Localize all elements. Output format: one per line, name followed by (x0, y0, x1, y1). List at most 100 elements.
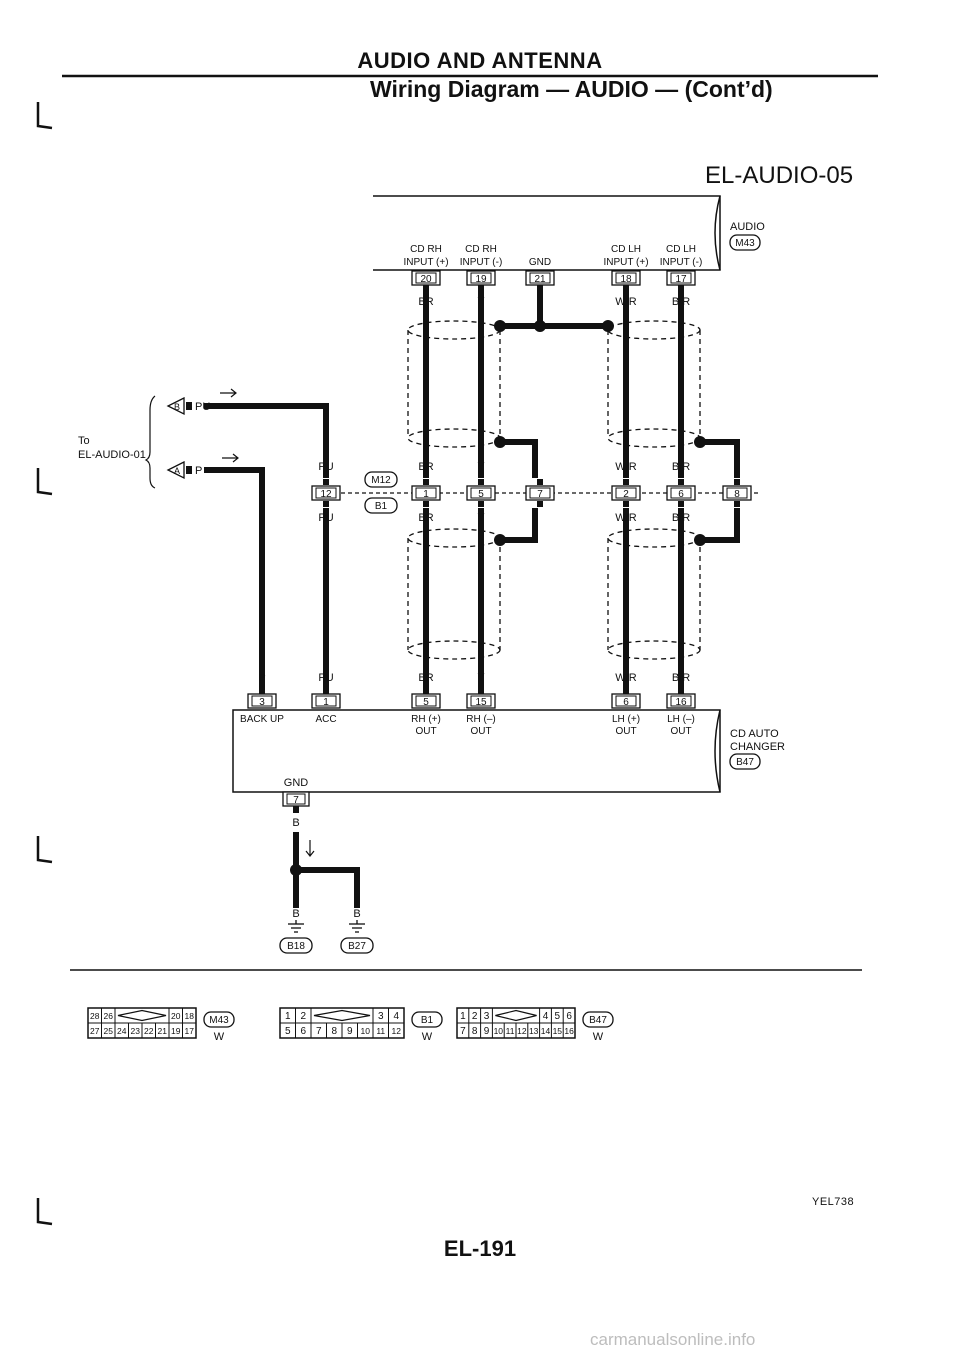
svg-text:3: 3 (259, 697, 265, 708)
changer-box-bracket (714, 709, 721, 793)
svg-text:2: 2 (472, 1011, 478, 1022)
svg-text:B1: B1 (375, 501, 388, 512)
svg-text:7: 7 (316, 1026, 322, 1037)
changer-name-1: CD AUTO (730, 728, 779, 740)
svg-text:8: 8 (331, 1026, 337, 1037)
joint-bottom-wire-label: B/R (672, 512, 690, 524)
upper-shield-rh (407, 320, 501, 448)
svg-text:19: 19 (475, 274, 487, 285)
joint-pin-5: 5 (466, 479, 496, 507)
svg-text:OUT: OUT (415, 726, 436, 737)
svg-text:26: 26 (104, 1011, 114, 1021)
svg-text:18: 18 (185, 1011, 195, 1021)
audio-unit-name: AUDIO (730, 221, 765, 233)
svg-text:11: 11 (506, 1026, 515, 1036)
svg-text:16: 16 (564, 1026, 574, 1036)
svg-text:B: B (353, 908, 360, 920)
svg-text:1: 1 (323, 697, 329, 708)
svg-text:2: 2 (300, 1011, 306, 1022)
svg-text:22: 22 (144, 1026, 154, 1036)
changer-connector-badge: B47 (729, 753, 761, 770)
svg-text:20: 20 (171, 1011, 181, 1021)
changer-name-2: CHANGER (730, 741, 785, 753)
svg-text:17: 17 (675, 274, 687, 285)
joint-top-wire-label: PU (318, 461, 333, 473)
svg-text:1: 1 (460, 1011, 466, 1022)
svg-text:B18: B18 (287, 941, 305, 952)
svg-text:B: B (174, 402, 180, 412)
audio-unit-connector-badge: M43 (729, 234, 761, 251)
svg-text:7: 7 (537, 489, 543, 500)
signal-wires (423, 290, 684, 690)
svg-text:14: 14 (541, 1026, 551, 1036)
svg-text:OUT: OUT (615, 726, 636, 737)
svg-text:2: 2 (623, 489, 629, 500)
changer-gnd-terminal: GND 7 B (282, 777, 310, 829)
svg-text:PU: PU (318, 672, 333, 684)
svg-text:6: 6 (566, 1011, 572, 1022)
joint-pin-6: 6 (666, 479, 696, 507)
svg-text:INPUT (+): INPUT (+) (403, 257, 448, 268)
svg-text:To: To (78, 435, 90, 447)
svg-text:3: 3 (378, 1011, 384, 1022)
svg-text:GND: GND (529, 257, 551, 268)
svg-text:7: 7 (460, 1026, 466, 1037)
svg-text:9: 9 (484, 1026, 490, 1037)
joint-pin-2: 2 (611, 479, 641, 507)
svg-text:21: 21 (158, 1026, 168, 1036)
joint-bottom-wire-label: BR (418, 512, 433, 524)
svg-text:B1: B1 (421, 1015, 434, 1026)
audio-unit-box-bracket (714, 195, 721, 271)
svg-text:RH (–): RH (–) (466, 714, 495, 725)
reference-code: YEL738 (812, 1196, 855, 1208)
power-wires (204, 403, 329, 690)
changer-terminal-6: 6W/RLH (+)OUT (611, 672, 641, 737)
svg-text:CD RH: CD RH (410, 244, 442, 255)
diagram-code: EL-AUDIO-05 (705, 162, 854, 189)
upper-shield-lh (607, 320, 701, 448)
svg-text:LH (–): LH (–) (667, 714, 695, 725)
svg-text:13: 13 (529, 1026, 539, 1036)
svg-text:8: 8 (472, 1026, 478, 1037)
joint-top-wire-label: BR (418, 461, 433, 473)
joint-pin-1: 1 (411, 479, 441, 507)
svg-text:B: B (292, 817, 299, 829)
svg-text:CD LH: CD LH (666, 244, 696, 255)
svg-text:4: 4 (393, 1011, 399, 1022)
joint-bottom-wire-label: W/R (615, 512, 636, 524)
svg-text:W/R: W/R (615, 672, 636, 684)
svg-text:BR: BR (418, 672, 433, 684)
svg-text:GND: GND (284, 777, 309, 789)
svg-text:27: 27 (90, 1026, 100, 1036)
svg-text:19: 19 (171, 1026, 181, 1036)
svg-text:5: 5 (478, 489, 484, 500)
svg-text:1: 1 (423, 489, 429, 500)
svg-text:LH (+): LH (+) (612, 714, 640, 725)
svg-text:15: 15 (553, 1026, 563, 1036)
svg-text:28: 28 (90, 1011, 100, 1021)
watermark: carmanualsonline.info (590, 1330, 756, 1349)
svg-text:21: 21 (534, 274, 546, 285)
svg-text:CD RH: CD RH (465, 244, 497, 255)
svg-text:P: P (195, 465, 202, 477)
svg-text:EL-AUDIO-01: EL-AUDIO-01 (78, 449, 146, 461)
joint-top-wire-label: B/R (672, 461, 690, 473)
svg-text:OUT: OUT (670, 726, 691, 737)
svg-text:1: 1 (285, 1011, 291, 1022)
svg-text:B47: B47 (736, 757, 754, 768)
svg-text:OUT: OUT (470, 726, 491, 737)
svg-text:18: 18 (620, 274, 632, 285)
joint-bottom-wire-label: PU (318, 512, 333, 524)
svg-text:B27: B27 (348, 941, 366, 952)
svg-text:16: 16 (675, 697, 687, 708)
